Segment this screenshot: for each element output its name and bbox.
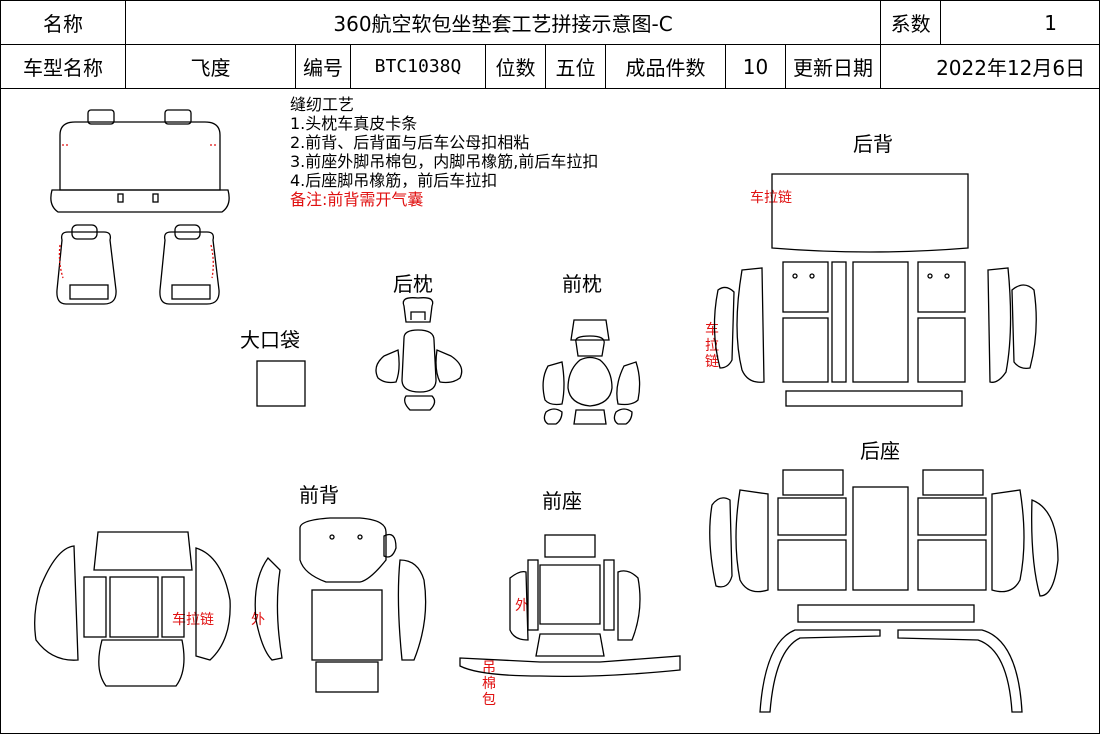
annotation-hang-cotton: 吊 棉 包 (482, 660, 496, 708)
label-front-back: 前背 (299, 483, 339, 507)
sewing-notes: 缝纫工艺 1.头枕车真皮卡条 2.前背、后背面与后车公母扣相粘 3.前座外脚吊棉… (290, 95, 598, 209)
front-seats-illustration (56, 224, 220, 305)
label-rear-seat: 后座 (860, 439, 900, 463)
front-back-pieces (34, 517, 427, 693)
front-headrest-pieces (542, 319, 641, 425)
big-pocket-piece (256, 360, 306, 407)
series-label: 系数 (880, 0, 942, 45)
label-rear-headrest: 后枕 (393, 272, 433, 296)
note-item-2: 2.前背、后背面与后车公母扣相粘 (290, 133, 530, 152)
rear-headrest-pieces (375, 297, 463, 411)
date-value: 2022年12月6日 (880, 44, 1100, 89)
notes-title: 缝纫工艺 (290, 95, 355, 114)
seats-label: 位数 (485, 44, 546, 89)
note-item-1: 1.头枕车真皮卡条 (290, 114, 418, 133)
seats-value: 五位 (545, 44, 606, 89)
rear-seat-pieces (709, 469, 1059, 713)
annotation-zipper-vertical: 车 拉 链 (705, 322, 719, 370)
name-label: 名称 (0, 0, 126, 45)
annotation-zipper-front-back: 车拉链 (172, 612, 214, 628)
rear-back-pieces (713, 173, 1037, 407)
pieces-value: 10 (725, 44, 786, 89)
label-front-seat: 前座 (542, 489, 582, 513)
pieces-label: 成品件数 (605, 44, 726, 89)
label-big-pocket: 大口袋 (240, 328, 300, 352)
annotation-outer-front-back: 外 (251, 612, 265, 628)
date-label: 更新日期 (784, 44, 882, 89)
rear-bench-illustration (50, 109, 230, 213)
annotation-zipper-top: 车拉链 (750, 190, 792, 206)
title-block: 名称 360航空软包坐垫套工艺拼接示意图-C 系数 1 车型名称 飞度 编号 B… (0, 0, 1100, 89)
note-item-3: 3.前座外脚吊棉包，内脚吊橡筋,前后车拉扣 (290, 152, 599, 171)
model-label: 车型名称 (0, 44, 126, 89)
note-item-4: 4.后座脚吊橡筋，前后车拉扣 (290, 171, 498, 190)
note-remark: 备注:前背需开气囊 (290, 190, 424, 209)
annotation-outer-front-seat: 外 (515, 598, 529, 614)
label-front-headrest: 前枕 (562, 272, 602, 296)
label-rear-back: 后背 (853, 132, 893, 156)
front-seat-pieces (459, 534, 681, 678)
code-label: 编号 (295, 44, 351, 89)
model-value: 飞度 (125, 44, 296, 89)
document-title: 360航空软包坐垫套工艺拼接示意图-C (124, 0, 882, 45)
